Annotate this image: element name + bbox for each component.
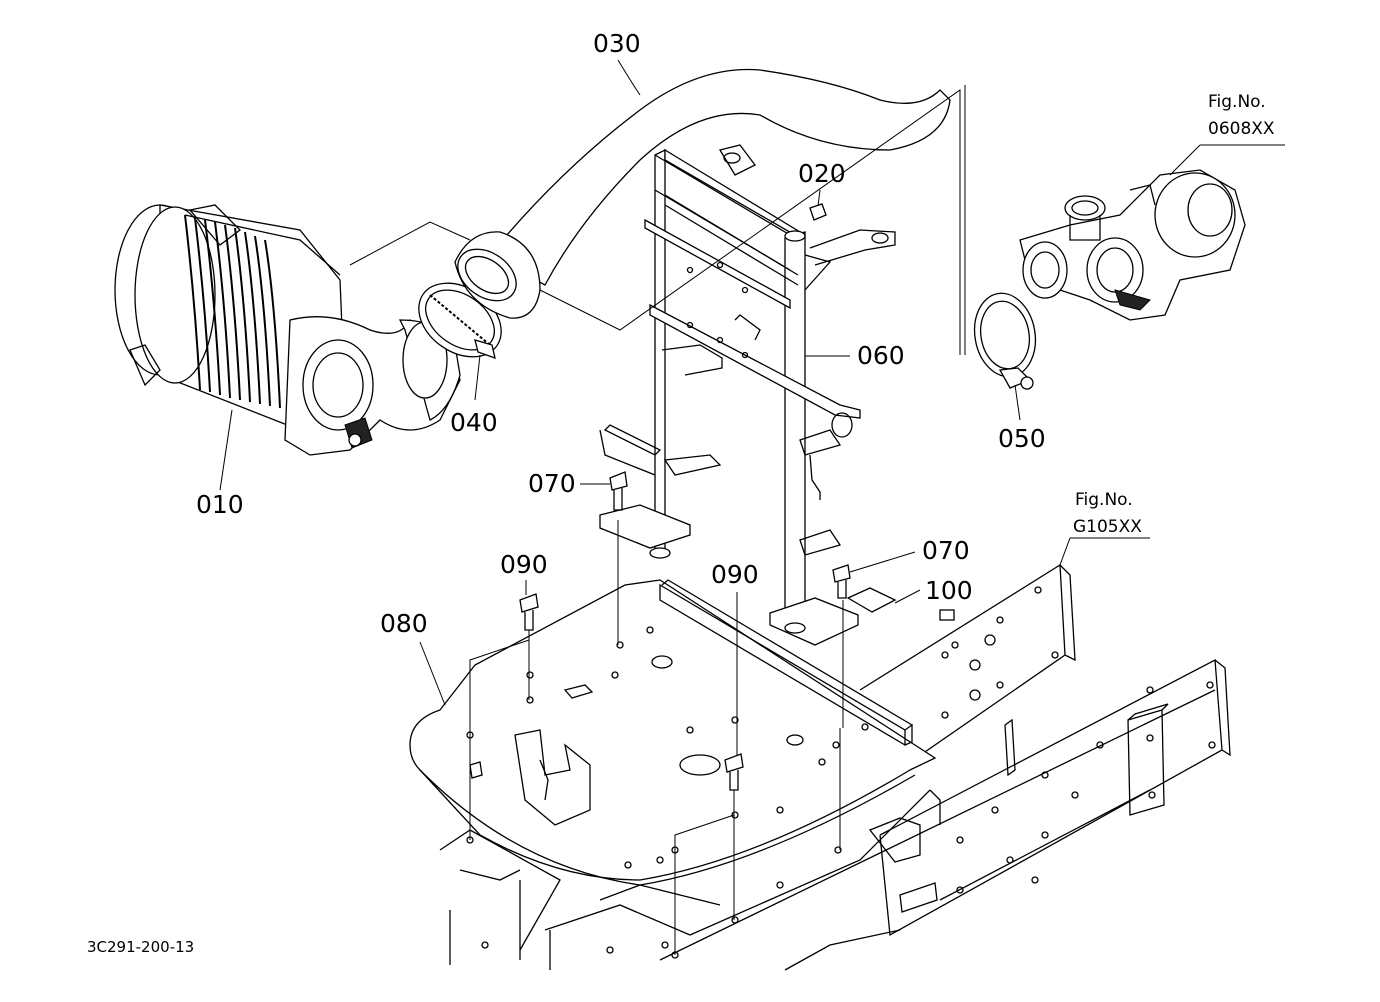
label-080: 080: [380, 609, 428, 638]
label-090-left: 090: [500, 550, 548, 579]
intake-hose-030: [454, 68, 951, 319]
label-leaders: [219, 59, 1285, 755]
chassis-frame: [439, 563, 1231, 971]
fig-ref-title-2: Fig.No.: [1075, 490, 1133, 510]
mounting-frame: [599, 144, 896, 646]
fig-ref-number-2: G105XX: [1073, 517, 1142, 537]
bolt-090-left: [519, 593, 539, 631]
label-050: 050: [998, 424, 1046, 453]
base-plate: [409, 579, 937, 959]
fig-ref-number-1: 0608XX: [1208, 119, 1275, 139]
label-070-left: 070: [528, 469, 576, 498]
bolt-070-right: [832, 564, 851, 599]
label-010: 010: [196, 490, 244, 519]
label-040: 040: [450, 408, 498, 437]
label-030: 030: [593, 29, 641, 58]
bolt-070-left: [609, 471, 628, 511]
hose-clamp-050: [973, 292, 1037, 390]
label-090-right: 090: [711, 560, 759, 589]
reference-lines: [349, 85, 966, 355]
label-060: 060: [857, 341, 905, 370]
label-070-right: 070: [922, 536, 970, 565]
label-100: 100: [925, 576, 973, 605]
bolt-020: [809, 203, 827, 221]
turbocharger: [1019, 169, 1246, 321]
pad-100: [846, 587, 897, 613]
drawing-code: 3C291-200-13: [87, 938, 194, 956]
label-020: 020: [798, 159, 846, 188]
air-cleaner: [114, 204, 461, 456]
leader-lines: [469, 520, 844, 955]
fig-ref-title-1: Fig.No.: [1208, 92, 1266, 112]
